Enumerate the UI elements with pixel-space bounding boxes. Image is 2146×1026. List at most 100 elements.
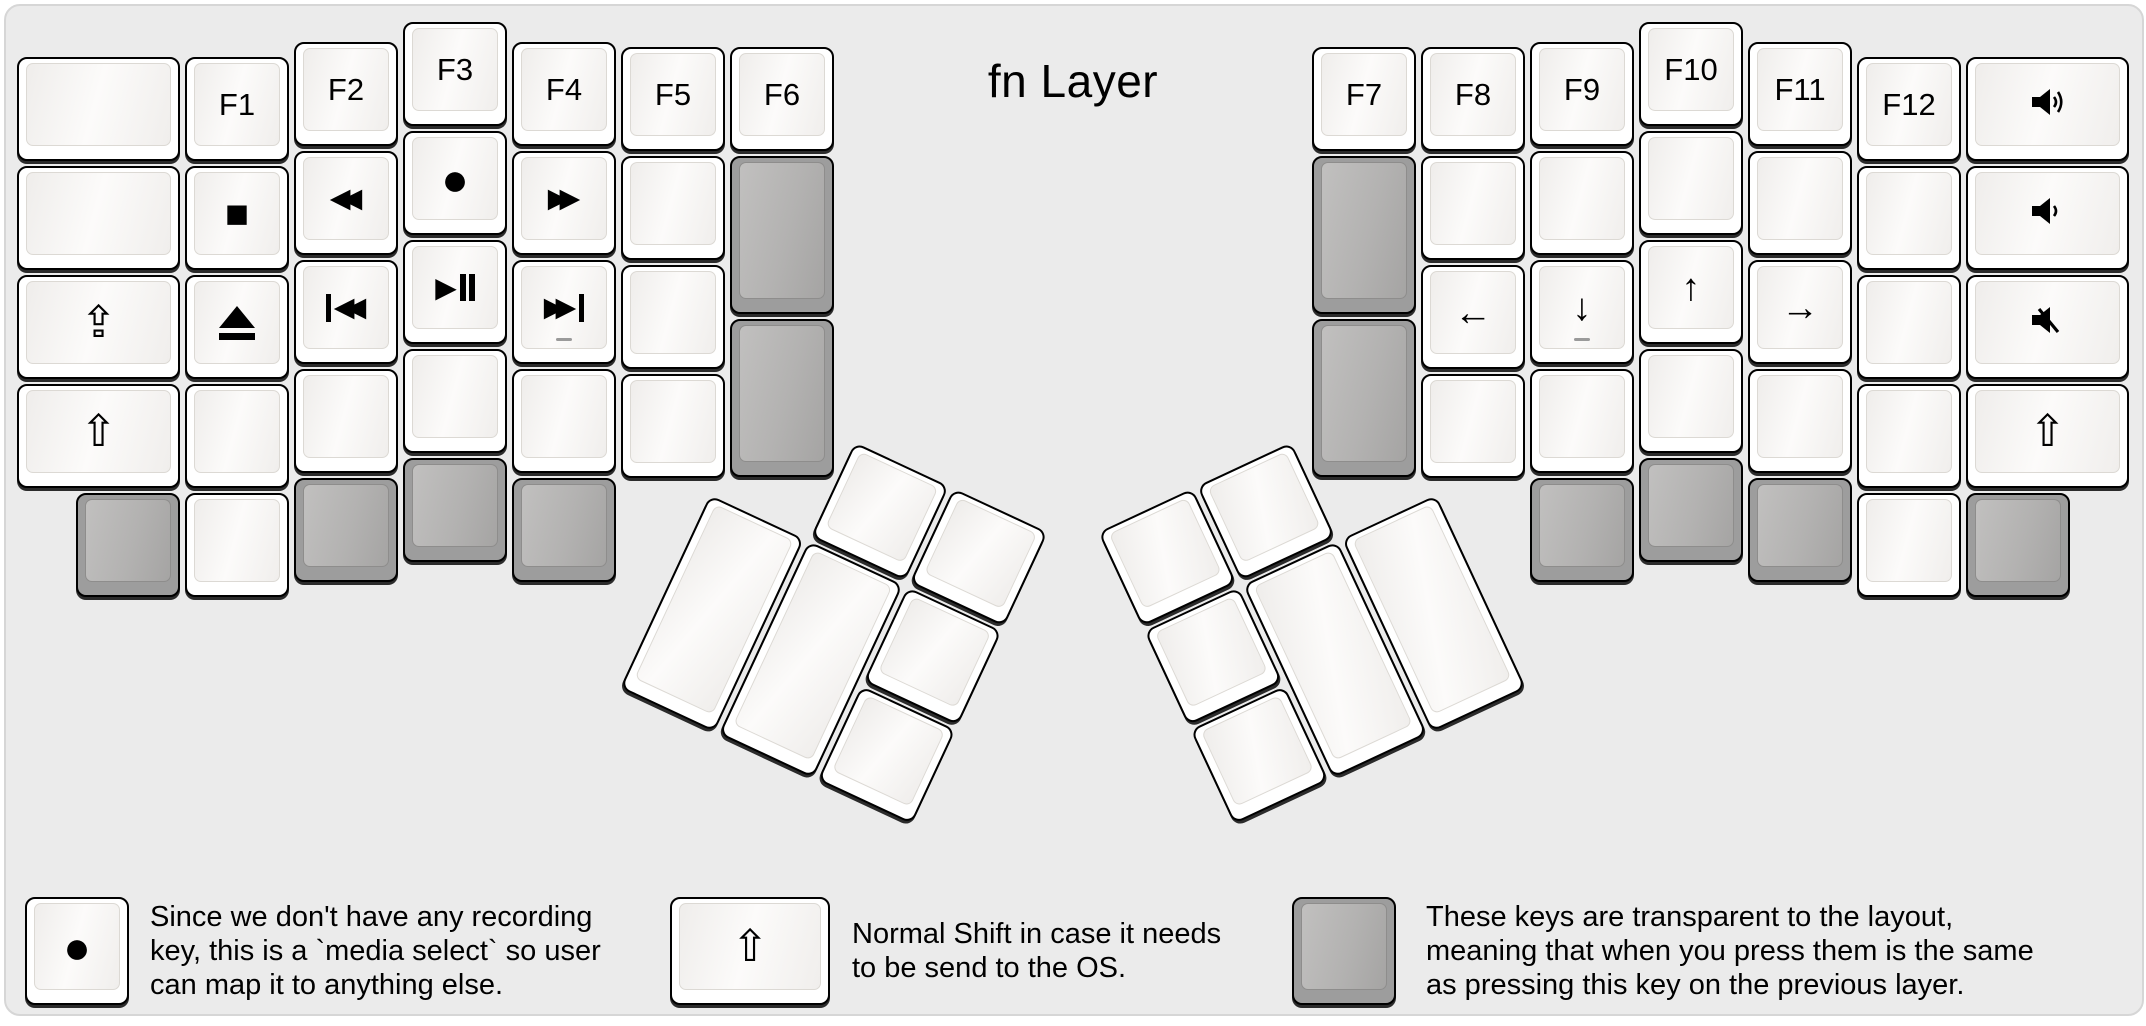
l-c5-r2-blank[interactable] [621, 156, 725, 260]
r-c5-arrow-left[interactable]: ← [1421, 265, 1525, 369]
l-c2-media-prev-track[interactable]: ◀◀ [294, 260, 398, 364]
l-c6-transparent-1[interactable] [730, 156, 834, 314]
r-c3-arrow-up[interactable]: ↑ [1639, 240, 1743, 344]
l-c1-r4-blank-cap [194, 390, 280, 473]
r-c2-r2-blank[interactable] [1748, 151, 1852, 255]
r-c4-arrow-down-cap: ↓ [1539, 266, 1625, 349]
l-c4-media-next-track-homing-dash [556, 338, 572, 341]
legend-record-key: ● [25, 897, 129, 1005]
r-c4-transparent[interactable] [1530, 478, 1634, 582]
l-c1-media-stop[interactable]: ■ [185, 166, 289, 270]
l-c6-f6-label: F6 [763, 76, 801, 112]
l-c1-f1[interactable]: F1 [185, 57, 289, 161]
l-c4-media-next-track[interactable]: ▶▶ [512, 260, 616, 364]
l-c3-r4-blank[interactable] [403, 349, 507, 453]
r-outer-volume-up-cap [1975, 63, 2120, 146]
r-c5-r4-blank[interactable] [1421, 374, 1525, 478]
r-bottom-transparent[interactable] [1966, 493, 2070, 597]
r-outer-mute[interactable] [1966, 275, 2129, 379]
r-c4-transparent-cap [1539, 484, 1625, 567]
r-c6-transparent-2[interactable] [1312, 319, 1416, 477]
r-c4-f9[interactable]: F9 [1530, 42, 1634, 146]
l-c6-transparent-2-cap [739, 325, 825, 462]
r-c1-r5-blank[interactable] [1857, 493, 1961, 597]
l-c1-r5-blank[interactable] [185, 493, 289, 597]
r-c4-r2-blank[interactable] [1530, 151, 1634, 255]
l-c2-r4-blank[interactable] [294, 369, 398, 473]
l-c6-transparent-2[interactable] [730, 319, 834, 477]
r-c1-r3-blank[interactable] [1857, 275, 1961, 379]
l-c5-r3-blank[interactable] [621, 265, 725, 369]
legend-transparent-line-2: meaning that when you press them is the … [1426, 935, 2034, 967]
r-c5-f8[interactable]: F8 [1421, 47, 1525, 151]
l-c5-f5[interactable]: F5 [621, 47, 725, 151]
r-c3-r4-blank[interactable] [1639, 349, 1743, 453]
r-outer-shift[interactable]: ⇧ [1966, 384, 2129, 488]
legend-transparent-key-cap [1301, 903, 1387, 990]
r-outer-volume-up[interactable] [1966, 57, 2129, 161]
l-outer-shift[interactable]: ⇧ [17, 384, 180, 488]
l-bottom-transparent[interactable] [76, 493, 180, 597]
l-c2-f2[interactable]: F2 [294, 42, 398, 146]
r-c4-f9-label: F9 [1563, 71, 1601, 107]
l-c3-transparent-cap [412, 464, 498, 547]
r-c1-r2-blank[interactable] [1857, 166, 1961, 270]
l-c2-f2-label: F2 [327, 71, 365, 107]
r-c1-r3-blank-cap [1866, 281, 1952, 364]
l-c3-media-record[interactable]: ● [403, 131, 507, 235]
l-c4-transparent[interactable] [512, 478, 616, 582]
l-outer-r1-blank[interactable] [17, 57, 180, 161]
l-c5-r2-blank-cap [630, 162, 716, 245]
l-c3-transparent[interactable] [403, 458, 507, 562]
r-c4-r4-blank[interactable] [1530, 369, 1634, 473]
r-c2-f11[interactable]: F11 [1748, 42, 1852, 146]
l-c6-f6[interactable]: F6 [730, 47, 834, 151]
l-c5-r4-blank[interactable] [621, 374, 725, 478]
r-c5-r2-blank-cap [1430, 162, 1516, 245]
legend-shift-line-2: to be send to the OS. [852, 952, 1127, 984]
r-c2-transparent[interactable] [1748, 478, 1852, 582]
r-c2-r4-blank[interactable] [1748, 369, 1852, 473]
r-c1-r5-blank-cap [1866, 499, 1952, 582]
l-c1-eject[interactable] [185, 275, 289, 379]
l-c2-r4-blank-cap [303, 375, 389, 458]
l-outer-r1-blank-cap [26, 63, 171, 146]
l-c6-f6-cap: F6 [739, 53, 825, 136]
l-c3-f3[interactable]: F3 [403, 22, 507, 126]
r-c3-transparent[interactable] [1639, 458, 1743, 562]
legend-shift-key: ⇧ [670, 897, 830, 1005]
l-c2-media-rewind[interactable]: ◀◀ [294, 151, 398, 255]
l-c3-media-play-pause[interactable]: ▶ [403, 240, 507, 344]
next-track-icon: ▶▶ [544, 293, 585, 322]
r-c5-r2-blank[interactable] [1421, 156, 1525, 260]
r-c6-transparent-1[interactable] [1312, 156, 1416, 314]
l-c1-r4-blank[interactable] [185, 384, 289, 488]
r-c1-r4-blank[interactable] [1857, 384, 1961, 488]
l-c5-r3-blank-cap [630, 271, 716, 354]
r-c2-arrow-right[interactable]: → [1748, 260, 1852, 364]
l-outer-r2-blank[interactable] [17, 166, 180, 270]
l-c4-r4-blank[interactable] [512, 369, 616, 473]
r-c2-f11-label: F11 [1774, 71, 1826, 107]
l-outer-shift-cap: ⇧ [26, 390, 171, 473]
l-c2-transparent[interactable] [294, 478, 398, 582]
l-c1-f1-label: F1 [218, 86, 256, 122]
r-c1-f12[interactable]: F12 [1857, 57, 1961, 161]
r-outer-volume-down[interactable] [1966, 166, 2129, 270]
l-c4-media-fast-forward[interactable]: ▶▶ [512, 151, 616, 255]
legend-record-line-3: can map it to anything else. [150, 969, 504, 1001]
r-c2-f11-cap: F11 [1757, 48, 1843, 131]
r-c2-r4-blank-cap [1757, 375, 1843, 458]
r-c4-arrow-down-homing-dash [1574, 338, 1590, 341]
shift-icon: ⇧ [80, 406, 117, 456]
r-c3-f10[interactable]: F10 [1639, 22, 1743, 126]
l-c4-f4[interactable]: F4 [512, 42, 616, 146]
r-outer-mute-cap [1975, 281, 2120, 364]
l-c1-f1-cap: F1 [194, 63, 280, 146]
r-c3-r2-blank[interactable] [1639, 131, 1743, 235]
l-outer-caps-lock[interactable]: ⇪ [17, 275, 180, 379]
l-c1-eject-cap [194, 281, 280, 364]
r-c6-f7[interactable]: F7 [1312, 47, 1416, 151]
l-c4-r4-blank-cap [521, 375, 607, 458]
r-c4-arrow-down[interactable]: ↓ [1530, 260, 1634, 364]
